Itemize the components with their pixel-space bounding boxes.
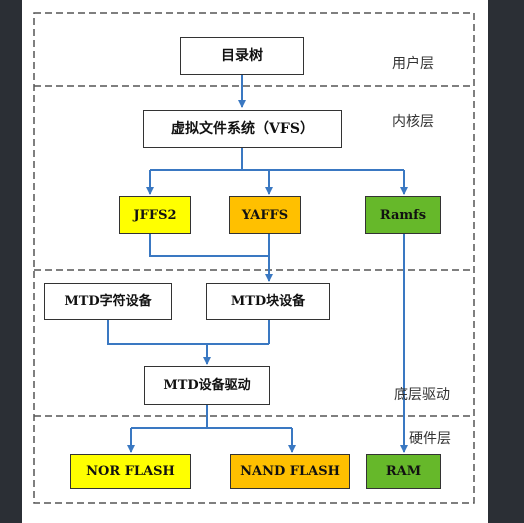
node-ram-label: RAM (385, 464, 422, 479)
diagram-panel (22, 0, 488, 523)
label-kernel-layer: 内核层 (392, 114, 434, 130)
node-ramfs-label: Ramfs (379, 207, 427, 223)
node-mtd-block: MTD块设备 (206, 283, 330, 320)
outer-frame (33, 12, 475, 504)
node-vfs-label: 虚拟文件系统（VFS） (171, 121, 314, 137)
node-nand-flash: NAND FLASH (230, 454, 350, 489)
node-nor-flash-label: NOR FLASH (86, 464, 175, 479)
node-nor-flash: NOR FLASH (70, 454, 191, 489)
node-ramfs: Ramfs (365, 196, 441, 234)
arrow-vfs-branch (150, 148, 404, 171)
node-yaffs-label: YAFFS (241, 207, 289, 223)
node-mtd-block-label: MTD块设备 (230, 294, 306, 309)
layer-frames (33, 12, 475, 504)
node-dir-tree-label: 目录树 (221, 48, 263, 64)
node-mtd-driver: MTD设备驱动 (144, 366, 270, 405)
node-nand-flash-label: NAND FLASH (240, 464, 340, 479)
node-mtd-char: MTD字符设备 (44, 283, 172, 320)
node-vfs: 虚拟文件系统（VFS） (143, 110, 342, 148)
connectors (107, 74, 408, 453)
node-mtd-char-label: MTD字符设备 (64, 294, 152, 309)
node-dir-tree: 目录树 (180, 37, 304, 75)
node-mtd-driver-label: MTD设备驱动 (163, 378, 251, 393)
label-driver-layer: 底层驱动 (394, 387, 450, 403)
label-user-layer: 用户层 (392, 56, 434, 72)
label-hardware-layer: 硬件层 (409, 431, 451, 447)
arrow-driver-branch (131, 405, 292, 429)
arrow-fs-merge (149, 234, 270, 257)
node-yaffs: YAFFS (229, 196, 301, 234)
node-ram: RAM (366, 454, 441, 489)
node-jffs2: JFFS2 (119, 196, 191, 234)
node-jffs2-label: JFFS2 (133, 207, 177, 223)
arrow-mtd-merge (107, 320, 270, 345)
